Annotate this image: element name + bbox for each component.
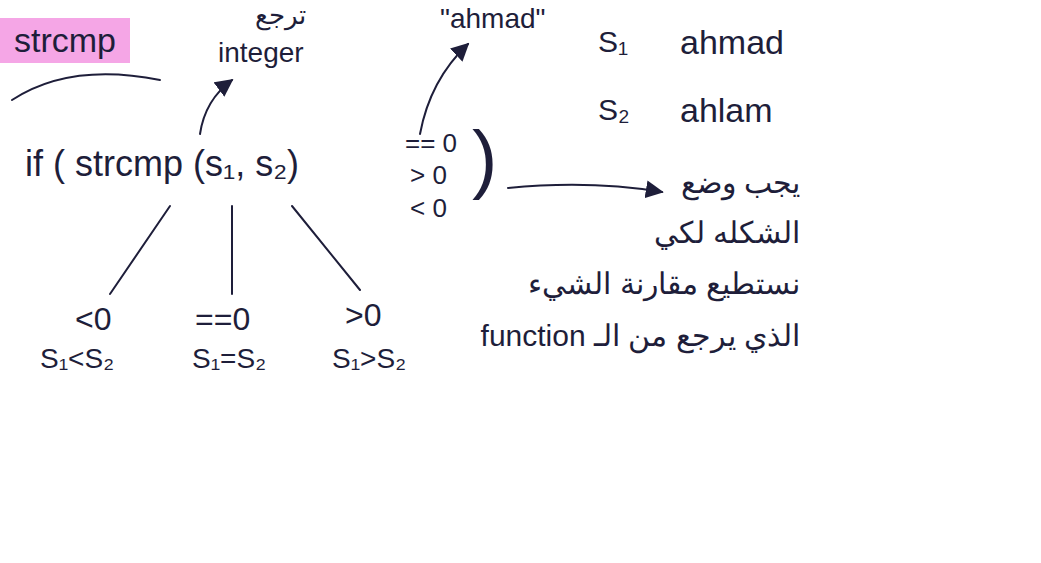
branch-line [231, 206, 233, 294]
result-value: ==0 [195, 300, 250, 338]
arabic-note: نستطيع مقارنة الشيء [528, 266, 800, 302]
result-value: >0 [345, 296, 381, 334]
curve-stroke [12, 74, 160, 100]
variable-name: S₂ [598, 92, 630, 128]
highlight-band: strcmp [0, 18, 130, 63]
string-note: "ahmad" [440, 2, 546, 36]
function-name: strcmp [14, 20, 116, 61]
comparison-option: < 0 [410, 193, 447, 224]
result-value: <0 [75, 300, 111, 338]
variable-value: ahmad [680, 22, 784, 63]
pointer-arrow [508, 185, 662, 192]
result-meaning: S₁=S₂ [192, 342, 266, 376]
pointer-arrow [200, 80, 232, 134]
arabic-note: يجب وضع [681, 165, 800, 201]
comparison-option: > 0 [410, 160, 447, 191]
arabic-note: الشكله لكي [654, 215, 800, 251]
branch-line [110, 206, 170, 294]
type-note: integer [218, 36, 304, 70]
comparison-option: == 0 [405, 128, 457, 159]
variable-name: S₁ [598, 24, 628, 60]
variable-value: ahlam [680, 90, 773, 131]
code-line: if ( strcmp (s₁, s₂) [25, 142, 299, 185]
result-meaning: S₁<S₂ [40, 342, 114, 376]
branch-line [292, 206, 360, 290]
bracket-glyph: ) [472, 120, 497, 196]
arabic-note: الذي يرجع من الـ function [481, 318, 800, 354]
arabic-note: ترجع [255, 0, 306, 31]
result-meaning: S₁>S₂ [332, 342, 406, 376]
pointer-arrow [420, 44, 468, 134]
